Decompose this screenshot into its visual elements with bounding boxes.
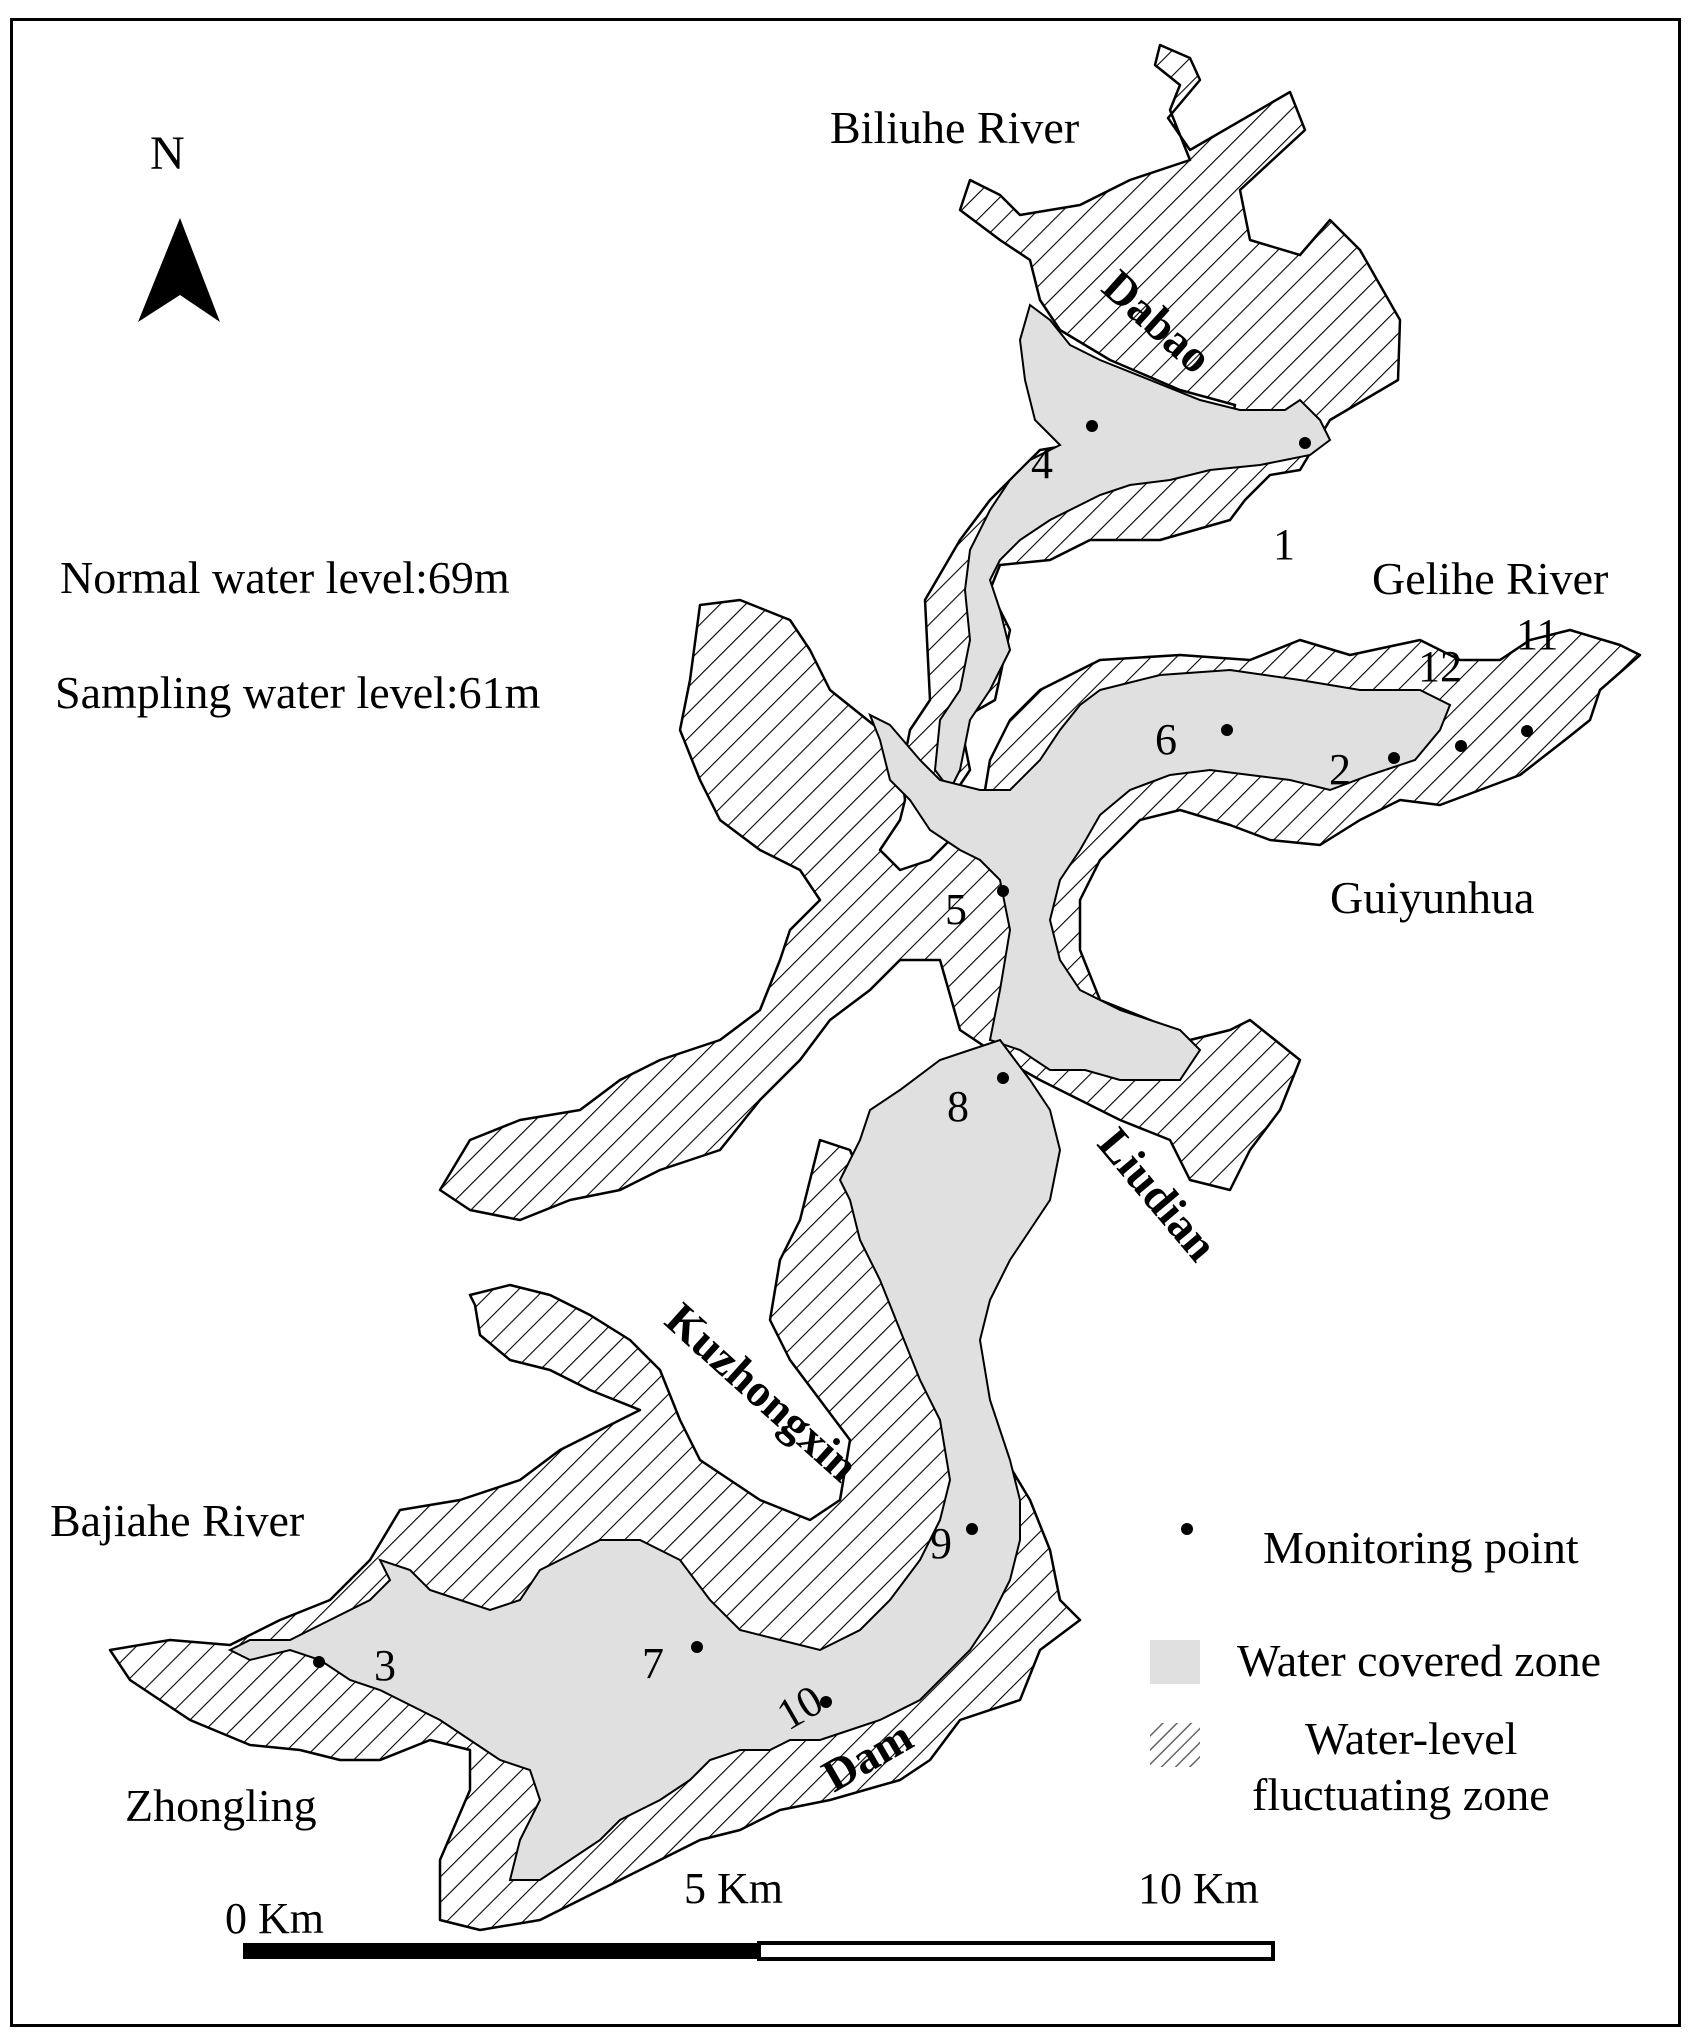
legend-water-covered: Water covered zone [1237,1635,1602,1686]
monitoring-point-5 [997,885,1009,897]
monitoring-points [313,420,1533,1708]
monitoring-point-9 [966,1523,978,1535]
sampling-water-level: Sampling water level:61m [55,667,541,718]
point-number-12: 12 [1418,642,1462,691]
water-covered-zone [227,303,1452,1881]
map-frame [10,18,1681,2027]
point-number-7: 7 [642,1639,664,1688]
monitoring-point-11 [1521,725,1533,737]
monitoring-point-6 [1221,724,1233,736]
point-number-4: 4 [1031,439,1053,488]
scale-label-0: 0 Km [225,1894,324,1943]
point-number-1: 1 [1273,520,1295,569]
river-label-gelihe: Gelihe River [1372,553,1609,604]
point-number-3: 3 [374,1641,396,1690]
legend-water-swatch [1150,1640,1200,1684]
legend-fluctuating-line2: fluctuating zone [1252,1769,1550,1820]
scale-label-10: 10 Km [1138,1864,1259,1913]
point-number-11: 11 [1516,610,1559,659]
water-middle [868,668,1452,1081]
water-north [933,303,1332,792]
monitoring-point-10 [820,1696,832,1708]
point-number-6: 6 [1155,715,1177,764]
point-number-2: 2 [1329,745,1351,794]
legend-fluctuating-line1: Water-level [1305,1713,1518,1764]
place-label-zhongling: Zhongling [125,1780,317,1831]
legend-monitoring-point: Monitoring point [1263,1522,1579,1573]
water-south [227,1038,1062,1881]
monitoring-point-1 [1299,437,1311,449]
monitoring-point-7 [691,1641,703,1653]
monitoring-point-4 [1086,420,1098,432]
legend-point-icon [1181,1523,1193,1535]
monitoring-point-8 [997,1072,1009,1084]
river-label-biliuhe: Biliuhe River [830,102,1080,153]
place-label-guiyunhua: Guiyunhua [1330,872,1535,923]
monitoring-point-12 [1455,740,1467,752]
scale-label-5: 5 Km [684,1864,783,1913]
monitoring-point-3 [313,1656,325,1668]
north-label: N [150,127,185,180]
normal-water-level: Normal water level:69m [60,552,510,603]
point-number-8: 8 [947,1082,969,1131]
scale-bar [243,1941,1275,1961]
legend-fluctuating-swatch [1150,1723,1200,1767]
monitoring-point-2 [1388,752,1400,764]
river-label-bajiahe: Bajiahe River [50,1495,305,1546]
point-number-5: 5 [945,885,967,934]
north-arrow-icon [138,218,220,322]
point-number-9: 9 [930,1519,952,1568]
